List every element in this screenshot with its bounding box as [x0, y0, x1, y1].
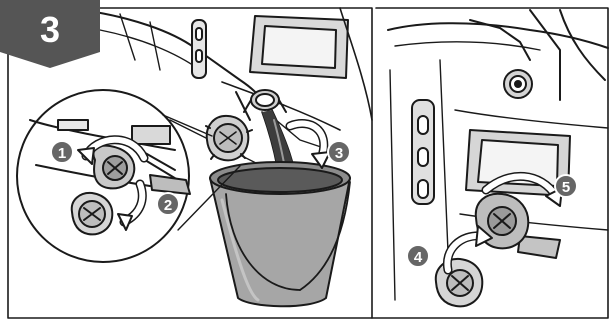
callout-2-label: 2 [164, 197, 172, 214]
callout-2: 2 [157, 193, 179, 215]
step-badge: 3 [0, 0, 100, 68]
drain-outlet [244, 90, 286, 112]
callout-4-label: 4 [414, 249, 423, 266]
outlet-cap-loose [436, 259, 483, 306]
callout-1: 1 [51, 141, 73, 163]
drain-cap [206, 116, 252, 160]
callout-4: 4 [407, 245, 429, 267]
right-panel [372, 8, 608, 318]
step-number: 3 [40, 9, 60, 50]
callout-3-label: 3 [335, 145, 343, 162]
bucket [210, 162, 350, 306]
callout-1-label: 1 [58, 145, 66, 162]
callout-5: 5 [555, 175, 577, 197]
callout-5-label: 5 [562, 179, 570, 196]
callout-3: 3 [328, 141, 350, 163]
detail-magnifier [17, 90, 240, 262]
